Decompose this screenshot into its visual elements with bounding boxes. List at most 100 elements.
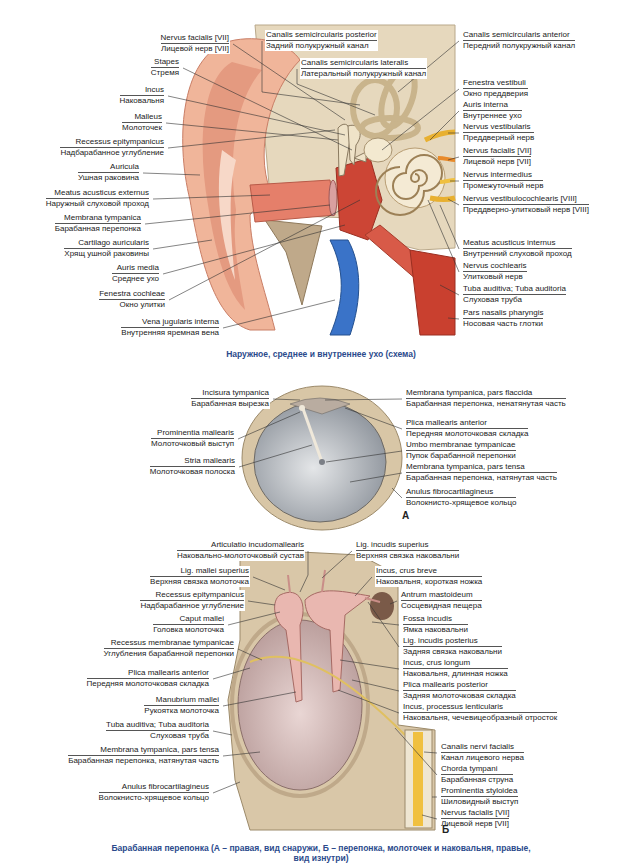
latin-term: Malleus [122, 112, 162, 123]
russian-term: Носовая часть глотки [463, 319, 543, 329]
russian-term: Молоточковая полоска [150, 467, 235, 477]
label-pair: Tuba auditiva; Tuba auditoriaСлуховая тр… [462, 284, 567, 305]
latin-term: Tuba auditiva; Tuba auditoria [106, 720, 209, 731]
figure-caption: Барабанная перепонка (А – правая, вид сн… [111, 843, 531, 863]
latin-term: Membrana tympanica, pars tensa [406, 462, 557, 473]
label-pair: Lig. mallei superiusВерхняя связка молот… [149, 566, 250, 587]
label-pair: Plica mallearis anteriorПередняя молоточ… [86, 668, 210, 689]
latin-term: Stria mallearis [150, 456, 235, 467]
label-pair: Lig. incudis posteriusЗадняя связка нако… [402, 636, 503, 657]
latin-term: Umbo membranae tympanicae [406, 440, 516, 451]
label-pair: AuriculaУшная раковина [77, 162, 140, 183]
russian-term: Внутреннее ухо [463, 111, 522, 121]
latin-term: Fenestra vestibuli [463, 78, 528, 89]
label-pair: Meatus acusticus internusВнутренний слух… [462, 238, 573, 259]
latin-term: Nervus vestibularis [463, 122, 534, 133]
latin-term: Incus [120, 85, 164, 96]
russian-term: Рукоятка молоточка [144, 706, 219, 716]
russian-term: Наковальня, длинная ножка [403, 669, 508, 679]
russian-term: Слуховая труба [463, 295, 566, 305]
latin-term: Meatus acusticus internus [463, 238, 572, 249]
russian-term: Волокнисто-хрящевое кольцо [406, 498, 516, 508]
russian-term: Верхняя связка наковальни [356, 551, 459, 561]
label-pair: Prominentia styloideaШиловидный выступ [440, 786, 519, 807]
russian-term: Барабанная перепонка [55, 224, 141, 234]
latin-term: Recessus membranae tympanicae [104, 638, 234, 649]
russian-term: Канал лицевого нерва [441, 753, 524, 763]
latin-term: Incus, processus lenticularis [403, 702, 557, 713]
label-pair: Fenestra cochleaeОкно улитки [98, 289, 166, 310]
russian-term: Верхняя связка молоточка [150, 577, 249, 587]
label-pair: Stria mallearisМолоточковая полоска [149, 456, 236, 477]
latin-term: Pars nasalis pharyngis [463, 308, 543, 319]
figure-caption: Наружное, среднее и внутреннее ухо (схем… [111, 349, 531, 359]
russian-term: Задний полукружный канал [266, 41, 377, 51]
latin-term: Nervus vestibulocochlearis [VIII] [463, 194, 589, 205]
label-pair: Canalis semicircularis anteriorПередний … [462, 30, 576, 51]
russian-term: Наружный слуховой проход [46, 199, 149, 209]
label-pair: Nervus facialis [VII]Лицевой нерв [VII] [160, 33, 230, 54]
latin-term: Membrana tympanica, pars tensa [68, 745, 219, 756]
latin-term: Nervus cochlearis [463, 261, 527, 272]
russian-term: Передний полукружный канал [463, 41, 575, 51]
latin-term: Fossa incudis [403, 614, 468, 625]
latin-term: Lig. incudis posterius [403, 636, 502, 647]
russian-term: Среднее ухо [112, 274, 159, 284]
label-pair: Nervus cochlearisУлитковый нерв [462, 261, 528, 282]
label-pair: Membrana tympanica, pars flaccidaБарабан… [405, 388, 567, 409]
latin-term: Prominentia styloidea [441, 786, 518, 797]
russian-term: Лицевой нерв [VII] [161, 44, 229, 54]
latin-term: Auricula [78, 162, 139, 173]
russian-term: Преддверно-улитковый нерв [VIII] [463, 205, 589, 215]
latin-term: Plica mallearis anterior [406, 418, 528, 429]
label-pair: Membrana tympanica, pars tensaБарабанная… [67, 745, 220, 766]
russian-term: Наковальня [120, 96, 164, 106]
latin-term: Nervus facialis [VII] [463, 146, 531, 157]
latin-term: Lig. mallei superius [150, 566, 249, 577]
label-pair: Recessus epitympanicusНадбарабанное углу… [59, 137, 165, 158]
russian-term: Передняя молоточковая складка [406, 429, 528, 439]
russian-term: Сосцевидная пещера [401, 601, 482, 611]
label-pair: Recessus epitympanicusНадбарабанное углу… [139, 590, 245, 611]
label-pair: Incus, processus lenticularisНаковальня,… [402, 702, 558, 723]
latin-term: Anulus fibrocartilagineus [406, 487, 516, 498]
label-pair: Incus, crus breveНаковальня, короткая но… [375, 566, 483, 587]
label-pair: StapesСтремя [150, 57, 180, 78]
russian-term: Головка молоточка [153, 625, 224, 635]
latin-term: Vena jugularis interna [121, 317, 219, 328]
latin-term: Anulus fibrocartilagineus [99, 782, 209, 793]
panel-letter: Б [442, 824, 449, 836]
latin-term: Membrana tympanica [55, 213, 141, 224]
russian-term: Надбарабанное углубление [60, 148, 164, 158]
label-pair: Auris internaВнутреннее ухо [462, 100, 523, 121]
russian-term: Окно преддверия [463, 89, 528, 99]
russian-term: Шиловидный выступ [441, 797, 518, 807]
latin-term: Prominentia mallearis [151, 428, 234, 439]
latin-term: Membrana tympanica, pars flaccida [406, 388, 566, 399]
latin-term: Incus, crus breve [376, 566, 482, 577]
latin-term: Recessus epitympanicus [60, 137, 164, 148]
russian-term: Окно улитки [99, 300, 165, 310]
latin-term: Incus, crus longum [403, 658, 508, 669]
label-pair: Auris mediaСреднее ухо [111, 263, 160, 284]
label-pair: Incisura tympanicaБарабанная вырезка [190, 388, 270, 409]
russian-term: Внутренняя яремная вена [121, 328, 219, 338]
label-pair: Antrum mastoideumСосцевидная пещера [400, 590, 483, 611]
russian-term: Углубления барабанной перепонки [104, 649, 234, 659]
russian-term: Слуховая труба [106, 731, 209, 741]
russian-term: Барабанная перепонка, ненатянутая часть [406, 399, 566, 409]
latin-term: Recessus epitympanicus [140, 590, 244, 601]
russian-term: Барабанная вырезка [191, 399, 269, 409]
russian-term: Барабанная струна [441, 775, 513, 785]
label-pair: Canalis semicircularis posteriorЗадний п… [265, 30, 378, 51]
latin-term: Caput mallei [153, 614, 224, 625]
russian-term: Наковально-молоточковый сустав [177, 551, 304, 561]
label-pair: Anulus fibrocartilagineusВолокнисто-хрящ… [98, 782, 210, 803]
label-pair: Membrana tympanica, pars tensaБарабанная… [405, 462, 558, 483]
russian-term: Барабанная перепонка, натянутая часть [406, 473, 557, 483]
label-pair: Fossa incudisЯмка наковальни [402, 614, 469, 635]
latin-term: Nervus facialis [VII] [441, 808, 509, 819]
russian-term: Промежуточный нерв [463, 181, 543, 191]
russian-term: Барабанная перепонка, натянутая часть [68, 756, 219, 766]
